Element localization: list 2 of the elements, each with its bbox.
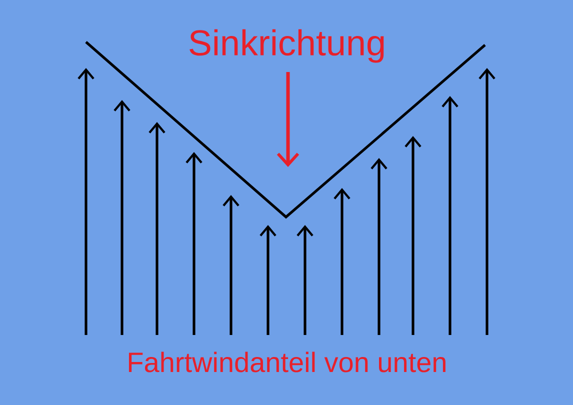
label: Fahrtwindanteil von unten — [128, 352, 446, 372]
label: Sinkrichtung — [190, 29, 384, 63]
